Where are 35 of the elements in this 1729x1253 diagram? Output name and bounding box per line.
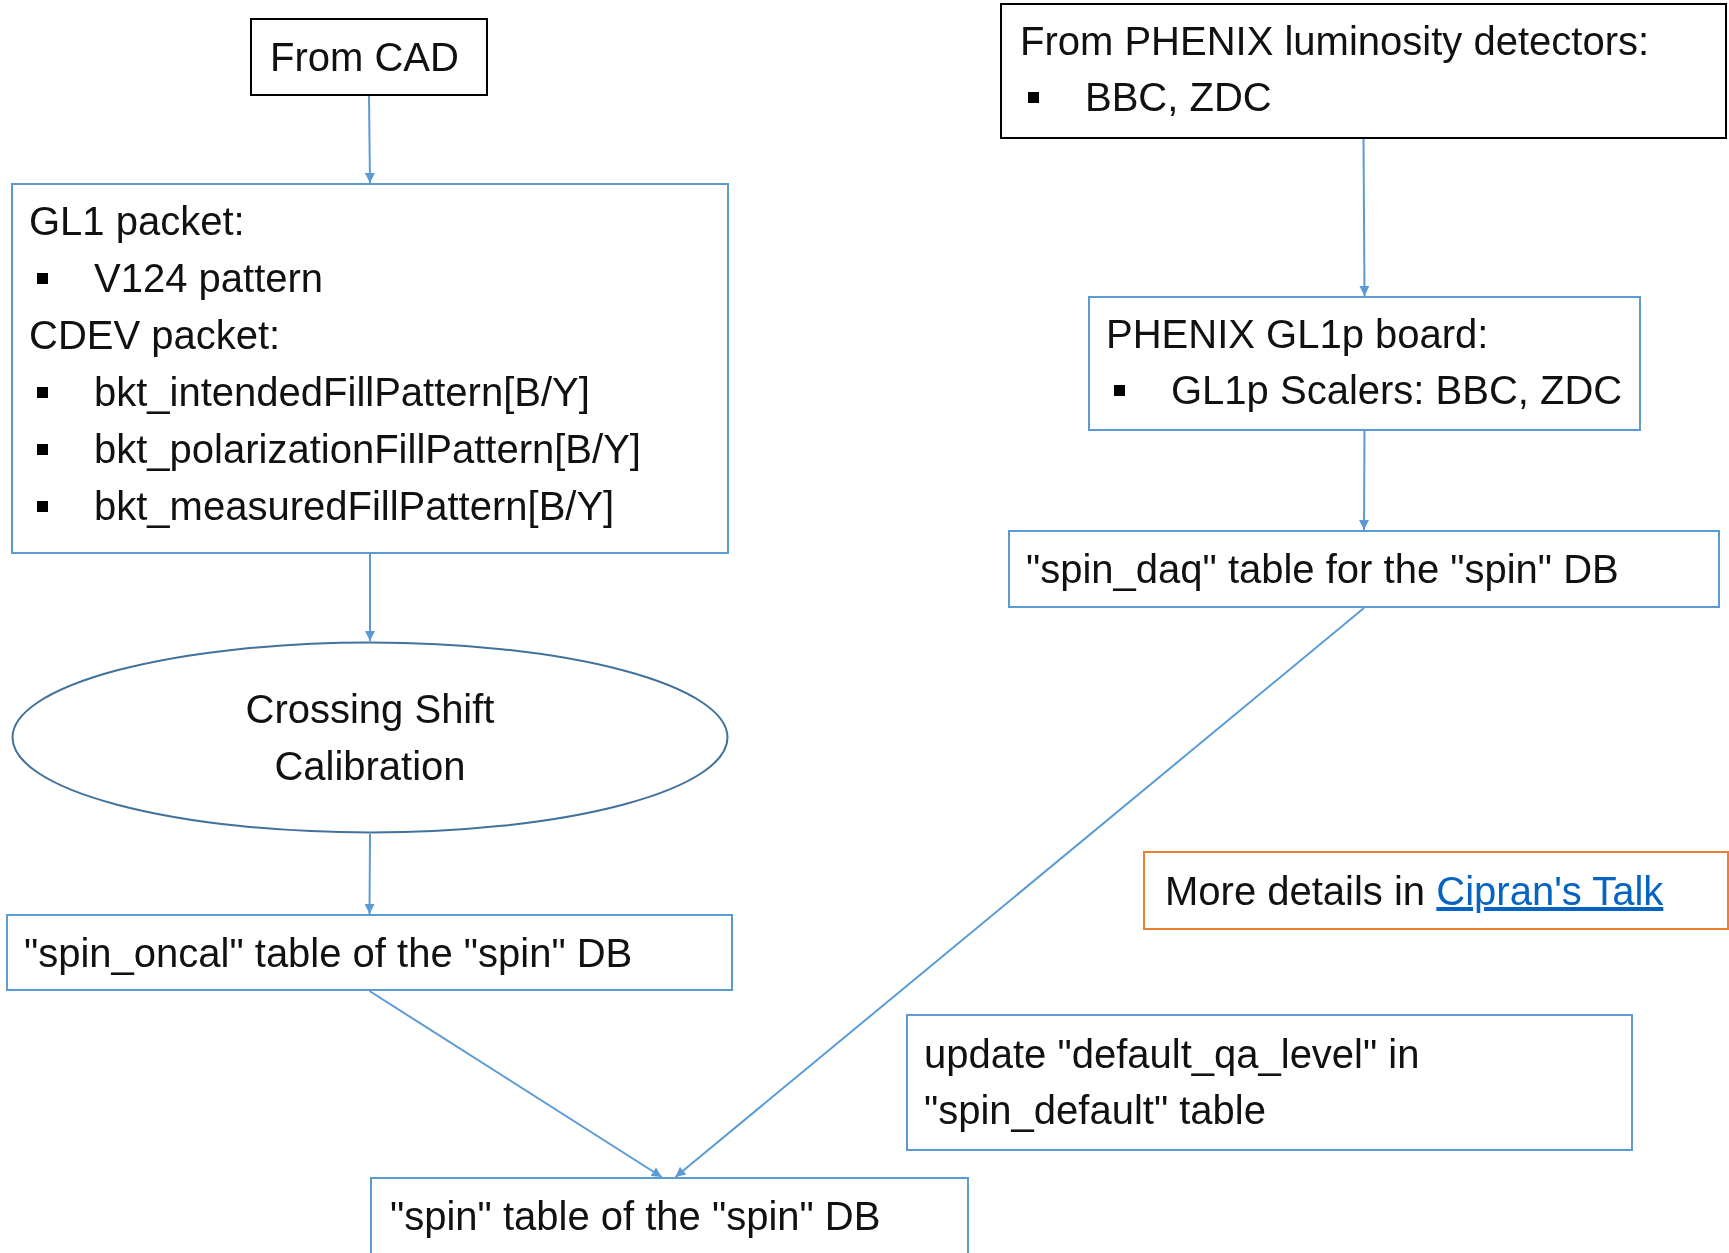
arrow — [364, 833, 375, 915]
note-box — [1143, 851, 1729, 930]
node-text: From CAD — [270, 34, 460, 81]
arrow — [365, 553, 375, 642]
node-text: update "default_qa_level" in "spin_default" table — [924, 1031, 1421, 1134]
process-box — [250, 18, 488, 96]
list-item: V124 pattern — [94, 255, 324, 302]
list-item: bkt_polarizationFillPattern[B/Y] — [94, 426, 641, 473]
link: Cipran's Talk — [1436, 868, 1664, 915]
list-item: GL1p Scalers: BBC, ZDC — [1171, 367, 1623, 414]
node-text: "spin_oncal" table of the "spin" DB — [24, 930, 634, 977]
process-box — [11, 183, 729, 554]
process-box — [370, 1177, 969, 1253]
node-text: "spin" table of the "spin" DB — [390, 1193, 882, 1240]
node-text: Crossing Shift Calibration — [244, 685, 496, 790]
list-item: bkt_measuredFillPattern[B/Y] — [94, 483, 615, 530]
process-box — [1000, 3, 1727, 139]
list-item: BBC, ZDC — [1085, 74, 1272, 121]
arrow — [674, 607, 1365, 1178]
arrow — [364, 95, 375, 184]
node-text: From PHENIX luminosity detectors: — [1020, 18, 1651, 65]
arrow — [1359, 138, 1370, 297]
arrow — [1359, 430, 1370, 531]
process-box — [906, 1014, 1633, 1151]
process-box — [1008, 530, 1720, 608]
node-text: CDEV packet: — [29, 312, 282, 359]
node-text: PHENIX GL1p board: — [1106, 311, 1490, 358]
node-text: "spin_daq" table for the "spin" DB — [1026, 546, 1620, 593]
process-box — [1088, 296, 1641, 431]
process-box — [6, 914, 733, 991]
list-item: bkt_intendedFillPattern[B/Y] — [94, 369, 590, 416]
process-ellipse — [11, 641, 729, 834]
node-text: GL1 packet: — [29, 198, 246, 245]
arrow — [368, 990, 663, 1178]
note-text: More details in — [1165, 868, 1426, 915]
